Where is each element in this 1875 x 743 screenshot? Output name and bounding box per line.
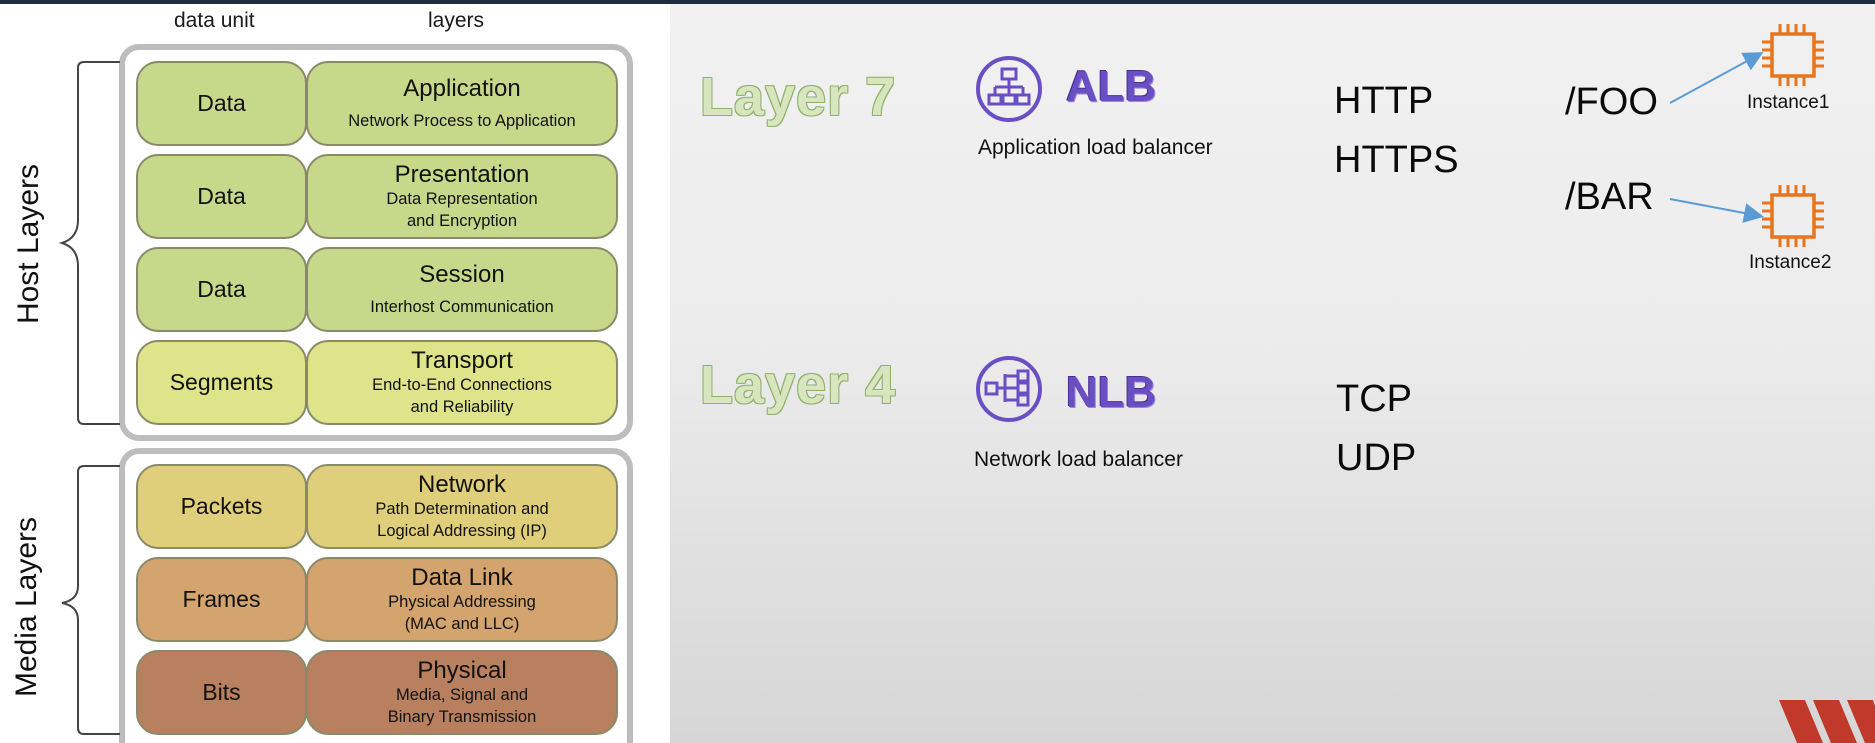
host-layers-brace bbox=[58, 61, 120, 425]
top-bar bbox=[0, 0, 1875, 4]
route-bar: /BAR bbox=[1565, 176, 1654, 218]
osi-layer-description: Logical Addressing (IP) bbox=[377, 521, 547, 540]
osi-data-unit: Data bbox=[136, 61, 307, 146]
osi-data-unit: Packets bbox=[136, 464, 307, 549]
osi-layer-description: End-to-End Connections bbox=[372, 375, 552, 394]
osi-layer-name: Presentation bbox=[394, 160, 530, 188]
brand-logo-mark bbox=[1779, 700, 1875, 743]
osi-layer-name: Physical bbox=[417, 656, 507, 684]
protocol-tcp: TCP bbox=[1336, 378, 1412, 420]
layer7-label: Layer 7 bbox=[700, 67, 897, 127]
protocol-http: HTTP bbox=[1334, 80, 1434, 122]
media-layers-label: Media Layers bbox=[10, 516, 43, 698]
alb-description: Application load balancer bbox=[978, 136, 1213, 159]
osi-data-unit: Data bbox=[136, 247, 307, 332]
nlb-title: NLB bbox=[1066, 368, 1157, 417]
media-layers-brace bbox=[61, 465, 120, 735]
layer4-label: Layer 4 bbox=[700, 355, 897, 415]
osi-data-unit: Bits bbox=[136, 650, 307, 735]
osi-layer-description: and Reliability bbox=[410, 397, 514, 416]
osi-layer-description: and Encryption bbox=[406, 211, 518, 230]
alb-icon bbox=[976, 56, 1042, 122]
osi-layer-description: Network Process to Application bbox=[348, 111, 576, 130]
route-arrows bbox=[1669, 52, 1764, 223]
host-layers-label: Host Layers bbox=[12, 163, 45, 325]
route-foo: /FOO bbox=[1565, 81, 1658, 123]
osi-layer-name: Data Link bbox=[411, 563, 513, 591]
osi-layer-description: (MAC and LLC) bbox=[404, 614, 520, 633]
osi-layer-description: Interhost Communication bbox=[370, 297, 554, 316]
data-unit-header: data unit bbox=[174, 9, 255, 32]
instance2-label: Instance2 bbox=[1749, 252, 1832, 273]
osi-layer-name: Application bbox=[403, 74, 521, 102]
osi-layer-description: Path Determination and bbox=[375, 499, 549, 518]
osi-layer-name: Session bbox=[419, 260, 505, 288]
ec2-instance-icon bbox=[1762, 185, 1824, 247]
protocol-https: HTTPS bbox=[1334, 139, 1459, 181]
osi-data-unit: Frames bbox=[136, 557, 307, 642]
protocol-udp: UDP bbox=[1336, 437, 1417, 479]
layers-header: layers bbox=[428, 9, 485, 32]
nlb-icon bbox=[976, 356, 1042, 422]
nlb-description: Network load balancer bbox=[974, 448, 1183, 471]
osi-layer-name: Network bbox=[417, 470, 507, 498]
osi-layer-description: Binary Transmission bbox=[387, 707, 537, 726]
osi-data-unit: Segments bbox=[136, 340, 307, 425]
lb-slide-panel bbox=[670, 0, 1875, 743]
osi-layer-description: Physical Addressing bbox=[388, 592, 536, 611]
osi-layer-description: Data Representation bbox=[386, 189, 538, 208]
instance1-label: Instance1 bbox=[1747, 92, 1830, 113]
osi-layer-description: Media, Signal and bbox=[395, 685, 529, 704]
ec2-instance-icon bbox=[1762, 24, 1824, 86]
osi-layer-name: Transport bbox=[411, 346, 513, 374]
osi-data-unit: Data bbox=[136, 154, 307, 239]
alb-title: ALB bbox=[1066, 62, 1157, 111]
